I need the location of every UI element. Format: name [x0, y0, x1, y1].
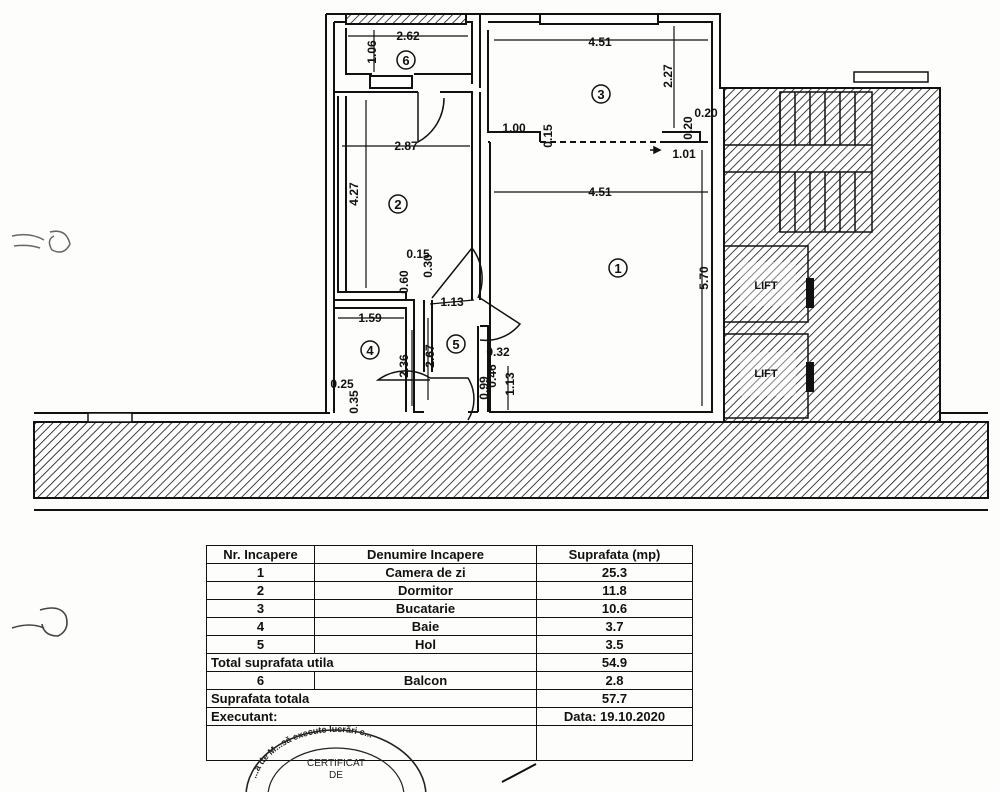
dimension-label: 0.35	[347, 390, 361, 414]
dimension-label: 0.46	[485, 364, 499, 388]
room-number: 1	[206, 563, 315, 582]
room-area: 25.3	[536, 563, 693, 582]
room-name: Balcon	[314, 671, 537, 690]
room-marker: 6	[396, 50, 416, 70]
total-row: Suprafata totala 57.7	[206, 689, 693, 708]
date-value: Data: 19.10.2020	[536, 707, 693, 726]
room-name: Baie	[314, 617, 537, 636]
svg-text:5: 5	[452, 337, 459, 352]
total-useful-area: 54.9	[536, 653, 693, 672]
column-header: Suprafata (mp)	[536, 545, 693, 564]
room-area-table: Nr. Incapere Denumire Incapere Suprafata…	[206, 545, 693, 761]
room-number: 4	[206, 617, 315, 636]
room-name: Hol	[314, 635, 537, 654]
total-label: Suprafata totala	[206, 689, 537, 708]
table-row: 1 Camera de zi 25.3	[206, 563, 693, 582]
room-area: 3.5	[536, 635, 693, 654]
dimension-labels: 2.62 1.06 4.51 2.27 1.00 0.15 0.20 0.20 …	[330, 29, 718, 414]
dimension-label: 4.51	[588, 185, 612, 199]
svg-text:1: 1	[614, 261, 621, 276]
dimension-label: 1.13	[440, 295, 464, 309]
dimension-label: 0.20	[694, 106, 718, 120]
room-name: Camera de zi	[314, 563, 537, 582]
stairwell-block: LIFT LIFT	[723, 71, 941, 423]
table-row: 2 Dormitor 11.8	[206, 581, 693, 600]
signature-stroke	[501, 763, 537, 783]
room-marker: 2	[388, 194, 408, 214]
dimension-label: 2.67	[423, 344, 437, 368]
stamp-line-1: CERTIFICAT	[307, 758, 365, 769]
dimension-label: 0.30	[421, 254, 435, 278]
total-useful-label: Total suprafata utila	[206, 653, 537, 672]
room-marker: 3	[591, 84, 611, 104]
svg-text:6: 6	[402, 53, 409, 68]
dimension-label: 0.60	[397, 270, 411, 294]
room-number: 3	[206, 599, 315, 618]
dimension-label: 2.27	[661, 64, 675, 88]
room-marker: 1	[608, 258, 628, 278]
dimension-label: 2.62	[396, 29, 420, 43]
dimension-label: 0.32	[486, 345, 510, 359]
room-marker: 5	[446, 334, 466, 354]
table-row: 4 Baie 3.7	[206, 617, 693, 636]
room-area: 10.6	[536, 599, 693, 618]
room-markers: 1 2 3 4 5 6	[360, 50, 628, 360]
dimension-label: 4.51	[588, 35, 612, 49]
table-row: 3 Bucatarie 10.6	[206, 599, 693, 618]
dimension-label: 2.36	[397, 354, 411, 378]
svg-text:3: 3	[597, 87, 604, 102]
dimension-label: 1.01	[672, 147, 696, 161]
dimension-label: 0.25	[330, 377, 354, 391]
table-row: 6 Balcon 2.8	[206, 671, 693, 690]
dimension-label: 0.15	[541, 124, 555, 148]
dimension-lines	[338, 26, 708, 410]
room-area: 11.8	[536, 581, 693, 600]
lift-label: LIFT	[754, 368, 777, 380]
svg-text:4: 4	[366, 343, 374, 358]
table-row: 5 Hol 3.5	[206, 635, 693, 654]
total-useful-row: Total suprafata utila 54.9	[206, 653, 693, 672]
certificate-stamp: ...a de M...să execute lucrări c... CERT…	[245, 724, 427, 792]
total-area: 57.7	[536, 689, 693, 708]
room-number: 2	[206, 581, 315, 600]
svg-text:2: 2	[394, 197, 401, 212]
dimension-label: 0.15	[406, 247, 430, 261]
signature-cell	[536, 725, 693, 761]
dimension-label: 1.59	[358, 311, 382, 325]
apartment-walls	[325, 13, 725, 422]
dimension-label: 5.70	[697, 266, 711, 290]
executant-row: Executant: Data: 19.10.2020	[206, 707, 693, 726]
dimension-label: 1.06	[365, 40, 379, 64]
dimension-label: 1.13	[503, 372, 517, 396]
room-name: Bucatarie	[314, 599, 537, 618]
room-number: 6	[206, 671, 315, 690]
lift-label: LIFT	[754, 280, 777, 292]
stamp-line-2: DE	[329, 770, 343, 781]
signature-row	[206, 725, 693, 761]
dimension-label: 1.00	[502, 121, 526, 135]
table-header-row: Nr. Incapere Denumire Incapere Suprafata…	[206, 545, 693, 564]
column-header: Nr. Incapere	[206, 545, 315, 564]
room-name: Dormitor	[314, 581, 537, 600]
door-swings	[375, 92, 662, 421]
column-header: Denumire Incapere	[314, 545, 537, 564]
room-number: 5	[206, 635, 315, 654]
room-marker: 4	[360, 340, 380, 360]
dimension-label: 0.20	[681, 116, 695, 140]
room-area: 3.7	[536, 617, 693, 636]
corridor-wall	[33, 421, 989, 499]
dimension-label: 0.99	[477, 376, 491, 400]
floor-plan: LIFT LIFT	[33, 13, 989, 511]
room-area: 2.8	[536, 671, 693, 690]
dimension-label: 4.27	[347, 182, 361, 206]
dimension-label: 2.87	[394, 139, 418, 153]
signature-cell	[206, 725, 537, 761]
